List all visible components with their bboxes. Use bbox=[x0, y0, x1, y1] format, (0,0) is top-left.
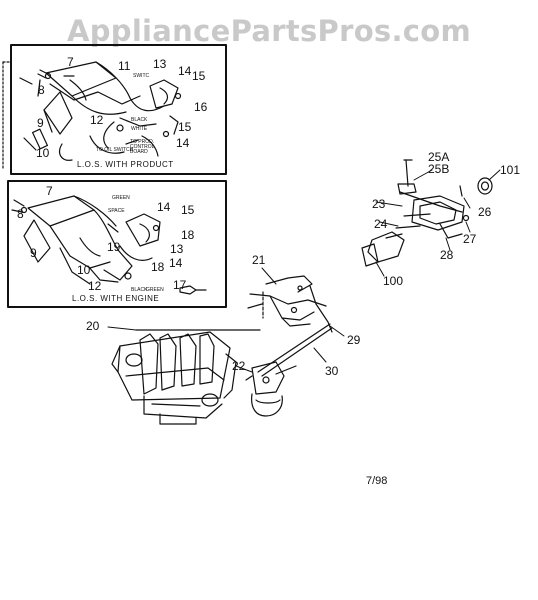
callout-22: 22 bbox=[232, 359, 246, 373]
inset-bottom-callout-14b: 14 bbox=[169, 256, 183, 270]
inset-top-callout-16: 16 bbox=[194, 100, 208, 114]
callout-30: 30 bbox=[325, 364, 339, 378]
inset-bottom-callout-18: 18 bbox=[181, 228, 195, 242]
inset-top-callout-12: 12 bbox=[90, 113, 104, 127]
inset-top-note-control-board: TO PROD. CONTROL BOARD bbox=[130, 139, 155, 155]
inset-bottom-frame bbox=[8, 181, 226, 307]
inset-bottom-callout-14: 14 bbox=[157, 200, 171, 214]
callout-20: 20 bbox=[86, 319, 100, 333]
inset-top-caption: L.O.S. WITH PRODUCT bbox=[77, 160, 174, 169]
inset-top-callout-8: 8 bbox=[38, 83, 45, 97]
callout-23: 23 bbox=[372, 197, 386, 211]
inset-top-callout-14b: 14 bbox=[176, 136, 190, 150]
callout-28: 28 bbox=[440, 248, 454, 262]
inset-bottom-note-space: SPACE bbox=[108, 208, 125, 214]
inset-bottom-callout-13: 13 bbox=[170, 242, 184, 256]
callout-24: 24 bbox=[374, 217, 388, 231]
inset-top-callout-9: 9 bbox=[37, 116, 44, 130]
inset-bottom-callout-7: 7 bbox=[46, 184, 53, 198]
inset-top-callout-15b: 15 bbox=[178, 120, 192, 134]
inset-bottom-callout-10: 10 bbox=[77, 263, 91, 277]
inset-bottom-note-green: GREEN bbox=[112, 195, 130, 201]
inset-top-artwork bbox=[20, 62, 181, 160]
leader-lines bbox=[108, 170, 500, 372]
inset-top-note-oil-switch: TO OIL SWITCH bbox=[96, 147, 134, 153]
inset-bottom-callout-8: 8 bbox=[17, 207, 24, 221]
inset-bottom-callout-18b: 18 bbox=[151, 260, 165, 274]
inset-bottom-caption: L.O.S. WITH ENGINE bbox=[72, 294, 160, 303]
carburetor-assembly bbox=[246, 324, 332, 416]
inset-bottom-callout-17: 17 bbox=[173, 278, 187, 292]
watermark: AppliancePartsPros.com bbox=[66, 14, 472, 48]
date-code: 7/98 bbox=[366, 475, 388, 487]
inset-top-callout-14: 14 bbox=[178, 64, 192, 78]
inset-top-callout-13: 13 bbox=[153, 57, 167, 71]
inset-top-note-white: WHITE bbox=[131, 126, 148, 132]
engine-block bbox=[112, 330, 260, 424]
inset-top-note-switch: SWITC bbox=[133, 73, 150, 79]
callout-21: 21 bbox=[252, 253, 266, 267]
callout-27: 27 bbox=[463, 232, 477, 246]
inset-top-note-black: BLACK bbox=[131, 117, 148, 123]
inset-bottom-artwork bbox=[12, 196, 206, 294]
inset-bottom-callout-9: 9 bbox=[30, 246, 37, 260]
inset-top-frame bbox=[3, 45, 226, 174]
callout-100: 100 bbox=[383, 274, 404, 288]
inset-top-callout-10: 10 bbox=[36, 146, 50, 160]
callout-25b: 25B bbox=[428, 162, 450, 176]
inset-bottom-note-black: BLACK bbox=[131, 287, 148, 293]
inset-bottom-note-green-b: GREEN bbox=[146, 287, 164, 293]
inset-top-callout-11: 11 bbox=[118, 59, 131, 73]
callout-29: 29 bbox=[347, 333, 361, 347]
inset-bottom-callout-15: 15 bbox=[181, 203, 195, 217]
upper-right-assembly bbox=[362, 160, 492, 266]
callout-101: 101 bbox=[500, 163, 521, 177]
bracket-assembly bbox=[248, 276, 332, 332]
inset-bottom-callout-12: 12 bbox=[88, 279, 102, 293]
callout-25a: 25A bbox=[428, 150, 450, 164]
inset-top-callout-15: 15 bbox=[192, 69, 206, 83]
inset-bottom-callout-19: 19 bbox=[107, 240, 121, 254]
callout-26: 26 bbox=[478, 205, 492, 219]
inset-top-callout-7: 7 bbox=[67, 55, 74, 69]
